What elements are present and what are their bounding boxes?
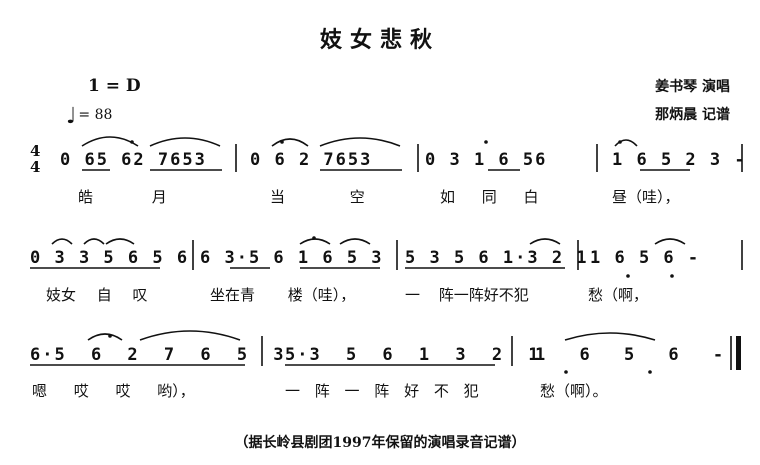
slur <box>139 330 241 341</box>
source-note: （据长岭县剧团1997年保留的演唱录音记谱） <box>234 435 526 451</box>
row-2-measure-4: 1 6 5 6 - <box>590 248 701 268</box>
song-title: 妓女悲秋 <box>319 27 440 53</box>
row-1-lyric-1: 皓 月 <box>78 188 167 206</box>
slur <box>339 238 371 245</box>
slur <box>299 238 331 245</box>
slur <box>87 333 123 341</box>
slur <box>529 238 561 245</box>
tempo-value: = 88 <box>78 107 113 123</box>
row-2-measure-2: 6 3·5 6 1 6 5 3 <box>200 248 384 268</box>
row-3-measure-3: 1 6 5 6 - <box>535 345 726 365</box>
slur <box>564 332 656 341</box>
slur <box>83 238 105 245</box>
slur <box>654 238 686 245</box>
row-2-lyric-3: 一 阵一阵好不犯 <box>405 286 529 304</box>
row-2-lyric-1: 妓女 自 叹 <box>46 286 148 304</box>
row-1-measure-2: 0 6 2 7653 <box>250 150 373 170</box>
row-1-lyric-4: 昼（哇）， <box>612 188 680 206</box>
row-3-measure-1: 6·5 6 2 7 6 5 3 <box>30 345 286 365</box>
row-1-lyric-2: 当 空 <box>270 188 365 206</box>
slur <box>319 137 401 147</box>
row-1-measure-4: 1 6 5 2 3 - <box>612 150 747 170</box>
row-3-lyric-2: 一 阵 一 阵 好 不 犯 <box>285 382 479 400</box>
row-3-measure-2: 5·3 5 6 1 3 2 1 <box>285 345 541 365</box>
slur <box>614 139 638 147</box>
slur <box>51 238 73 245</box>
row-3-lyric-3: 愁（啊）。 <box>540 382 608 400</box>
row-2-measure-1: 0 3 3 5 6 5 6 <box>30 248 190 268</box>
row-2-lyric-4: 愁（啊， <box>588 286 649 304</box>
row-1-measure-3: 0 3 1 6 56 <box>425 150 548 170</box>
quarter-note-icon: ♩ <box>66 104 77 129</box>
row-1-lyric-3: 如 同 白 <box>440 188 539 206</box>
tempo-marking: ♩= 88 <box>66 104 112 129</box>
row-3-lyric-1: 嗯 哎 哎 哟）， <box>32 382 195 400</box>
row-1-measure-1: 0 65 62 7653 <box>60 150 207 170</box>
row-2-measure-3: 5 3 5 6 1·3 2 1 <box>405 248 589 268</box>
slur <box>81 136 139 147</box>
performer-credit: 姜书琴 演唱 <box>655 79 730 95</box>
time-signature: 4 4 <box>30 143 40 175</box>
row-2-lyric-2: 坐在青 楼（哇）， <box>210 286 356 304</box>
slur <box>105 238 135 245</box>
slur <box>271 138 309 147</box>
time-signature-bottom: 4 <box>30 158 41 176</box>
key-signature: 1 = D <box>88 76 141 96</box>
time-signature-top: 4 <box>30 142 41 160</box>
slur <box>149 137 221 147</box>
final-bar-thick <box>736 336 741 370</box>
transcriber-credit: 那炳晨 记谱 <box>655 107 730 123</box>
